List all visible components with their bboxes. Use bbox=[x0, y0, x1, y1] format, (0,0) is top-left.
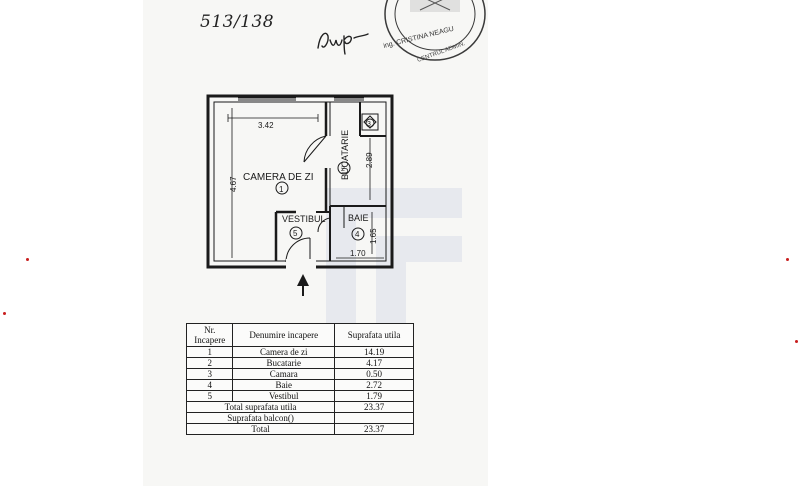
room-number-bath: 4 bbox=[355, 230, 360, 239]
room-label-kitchen: BUCATARIE bbox=[340, 130, 350, 180]
total-label: Total bbox=[185, 423, 336, 435]
total-row: Total suprafata utila 23.37 bbox=[185, 401, 414, 413]
marker-dot-right-top bbox=[786, 258, 789, 261]
marker-dot-left-top bbox=[26, 258, 29, 261]
cell-nr: 2 bbox=[185, 357, 234, 369]
room-label-living: CAMERA DE ZI bbox=[243, 172, 314, 183]
cell-name: Camera de zi bbox=[232, 346, 336, 358]
table-header-row: Nr. Incapere Denumire incapere Suprafata… bbox=[185, 323, 414, 347]
cell-nr: 3 bbox=[185, 368, 234, 380]
marker-dot-right-bottom bbox=[795, 340, 798, 343]
cell-nr: 4 bbox=[185, 379, 234, 391]
room-number-vestibul: 5 bbox=[293, 229, 298, 238]
cell-area: 2.72 bbox=[334, 379, 414, 391]
cell-name: Camara bbox=[232, 368, 336, 380]
dimension-height-kitchen: 2.89 bbox=[365, 152, 374, 168]
table-row: 1 Camera de zi 14.19 bbox=[185, 346, 414, 358]
total-row: Suprafata balcon() bbox=[185, 412, 414, 424]
room-label-bath: BAIE bbox=[348, 213, 369, 223]
cell-name: Vestibul bbox=[232, 390, 336, 402]
handwritten-reference: 513/138 bbox=[200, 12, 275, 32]
cell-name: Bucatarie bbox=[232, 357, 336, 369]
table-row: 5 Vestibul 1.79 bbox=[185, 390, 414, 402]
total-label: Total suprafata utila bbox=[185, 401, 336, 413]
total-row: Total 23.37 bbox=[185, 423, 414, 435]
signature bbox=[317, 32, 369, 55]
cell-area: 14.19 bbox=[334, 346, 414, 358]
cell-area: 0.50 bbox=[334, 368, 414, 380]
total-label: Suprafata balcon() bbox=[185, 412, 336, 424]
room-number-living: 1 bbox=[279, 185, 284, 194]
marker-dot-left-bottom bbox=[3, 312, 6, 315]
cell-nr: 1 bbox=[185, 346, 234, 358]
cell-area: 4.17 bbox=[334, 357, 414, 369]
total-value: 23.37 bbox=[334, 423, 414, 435]
header-nr: Nr. Incapere bbox=[185, 323, 234, 347]
dimension-height-bath: 1.65 bbox=[369, 228, 378, 244]
table-row: 3 Camara 0.50 bbox=[185, 368, 414, 380]
dimension-height-main: 4.67 bbox=[229, 176, 238, 192]
header-name: Denumire incapere bbox=[232, 323, 336, 347]
cell-name: Baie bbox=[232, 379, 336, 391]
total-value bbox=[334, 412, 414, 424]
dimension-width-main: 3.42 bbox=[258, 121, 274, 130]
dimension-width-bath: 1.70 bbox=[350, 249, 366, 258]
official-stamp: ing. CRISTINA NEAGU CENTRUL ADMIN. bbox=[383, 0, 486, 64]
room-label-vestibul: VESTIBUL bbox=[282, 214, 326, 224]
total-value: 23.37 bbox=[334, 401, 414, 413]
table-row: 4 Baie 2.72 bbox=[185, 379, 414, 391]
cell-area: 1.79 bbox=[334, 390, 414, 402]
room-number-kitchen: 2 bbox=[341, 166, 345, 173]
table-row: 2 Bucatarie 4.17 bbox=[185, 357, 414, 369]
cell-nr: 5 bbox=[185, 390, 234, 402]
room-number-pantry: 3 bbox=[367, 121, 371, 128]
header-area: Suprafata utila bbox=[334, 323, 414, 347]
room-area-table: Nr. Incapere Denumire incapere Suprafata… bbox=[185, 323, 414, 435]
floor-plan: CAMERA DE ZI 1 BUCATARIE 2 3 BAIE 4 VEST… bbox=[206, 94, 394, 296]
